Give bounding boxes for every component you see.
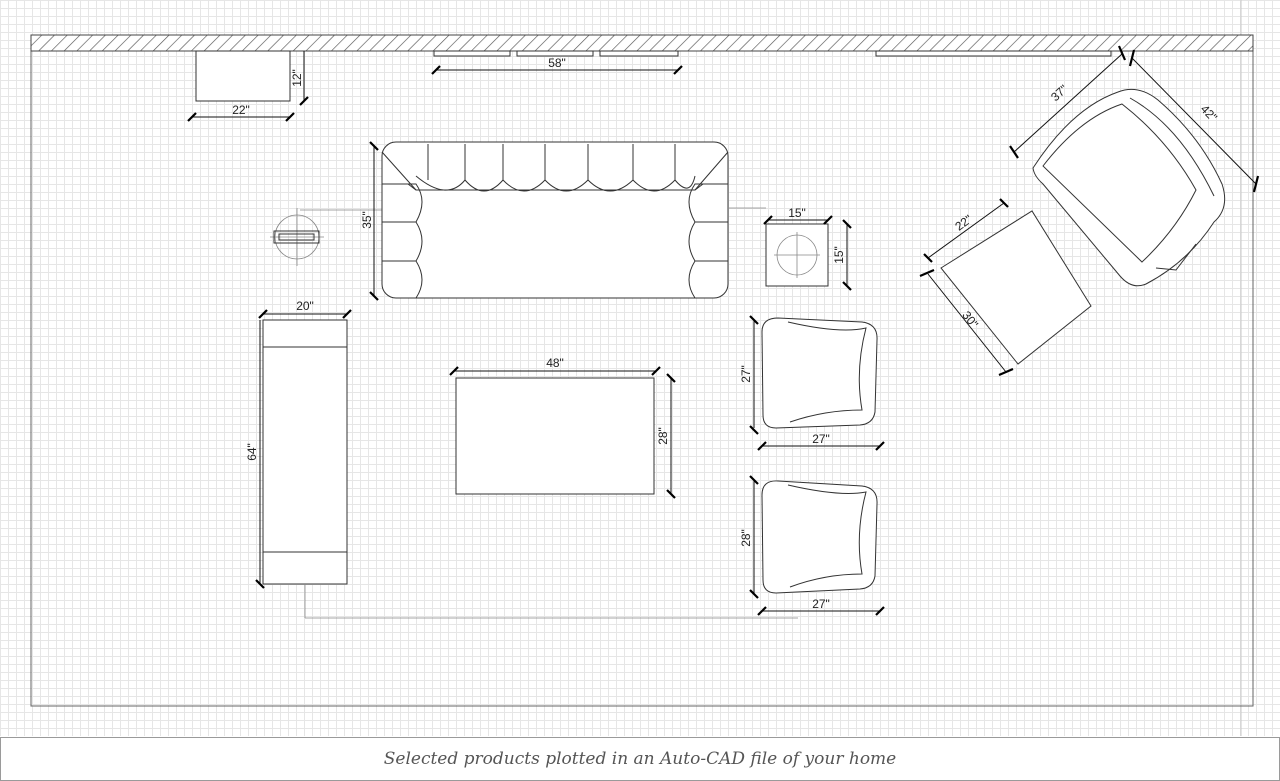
chair1-width-label: 27" bbox=[812, 432, 830, 446]
lounge-chair-width-label: 37" bbox=[1048, 82, 1070, 104]
coffee-table-depth-label: 28" bbox=[656, 427, 670, 445]
window-width-label: 58" bbox=[548, 56, 566, 70]
chair2-width-label: 27" bbox=[812, 597, 830, 611]
console-width-label: 22" bbox=[232, 103, 250, 117]
console-depth-label: 12" bbox=[290, 69, 304, 87]
side-table-width-label: 15" bbox=[788, 206, 806, 220]
bench-length-label: 64" bbox=[245, 443, 259, 461]
caption-text: Selected products plotted in an Auto-CAD… bbox=[383, 749, 897, 769]
coffee-table-width-label: 48" bbox=[546, 356, 564, 370]
bench-width-label: 20" bbox=[296, 299, 314, 313]
top-wall bbox=[30, 34, 1254, 52]
chair2-depth-label: 28" bbox=[739, 529, 753, 547]
floor-plan-canvas: 58" 12" 22" 35" bbox=[0, 0, 1280, 736]
sofa: 35" bbox=[360, 141, 729, 301]
side-table-depth-label: 15" bbox=[832, 246, 846, 264]
bench: 20" 64" bbox=[245, 299, 798, 619]
floor-lamp bbox=[270, 208, 382, 266]
coffee-table: 48" 28" bbox=[449, 356, 676, 499]
window-dimension: 58" bbox=[431, 56, 683, 75]
accent-chair: 28" 27" bbox=[739, 475, 885, 616]
lounge-chair: 37" 42" bbox=[1009, 45, 1260, 287]
ottoman-width-label: 22" bbox=[952, 212, 974, 234]
side-table: 15" 15" bbox=[728, 206, 852, 291]
chair1-depth-label: 27" bbox=[739, 365, 753, 383]
accent-chair: 27" 27" bbox=[739, 315, 885, 451]
lounge-chair-depth-label: 42" bbox=[1198, 102, 1220, 124]
caption-bar: Selected products plotted in an Auto-CAD… bbox=[0, 737, 1280, 781]
console-table: 12" 22" bbox=[187, 50, 309, 122]
ottoman: 22" 30" bbox=[919, 198, 1092, 377]
window bbox=[433, 50, 1112, 57]
sofa-depth-label: 35" bbox=[360, 211, 374, 229]
